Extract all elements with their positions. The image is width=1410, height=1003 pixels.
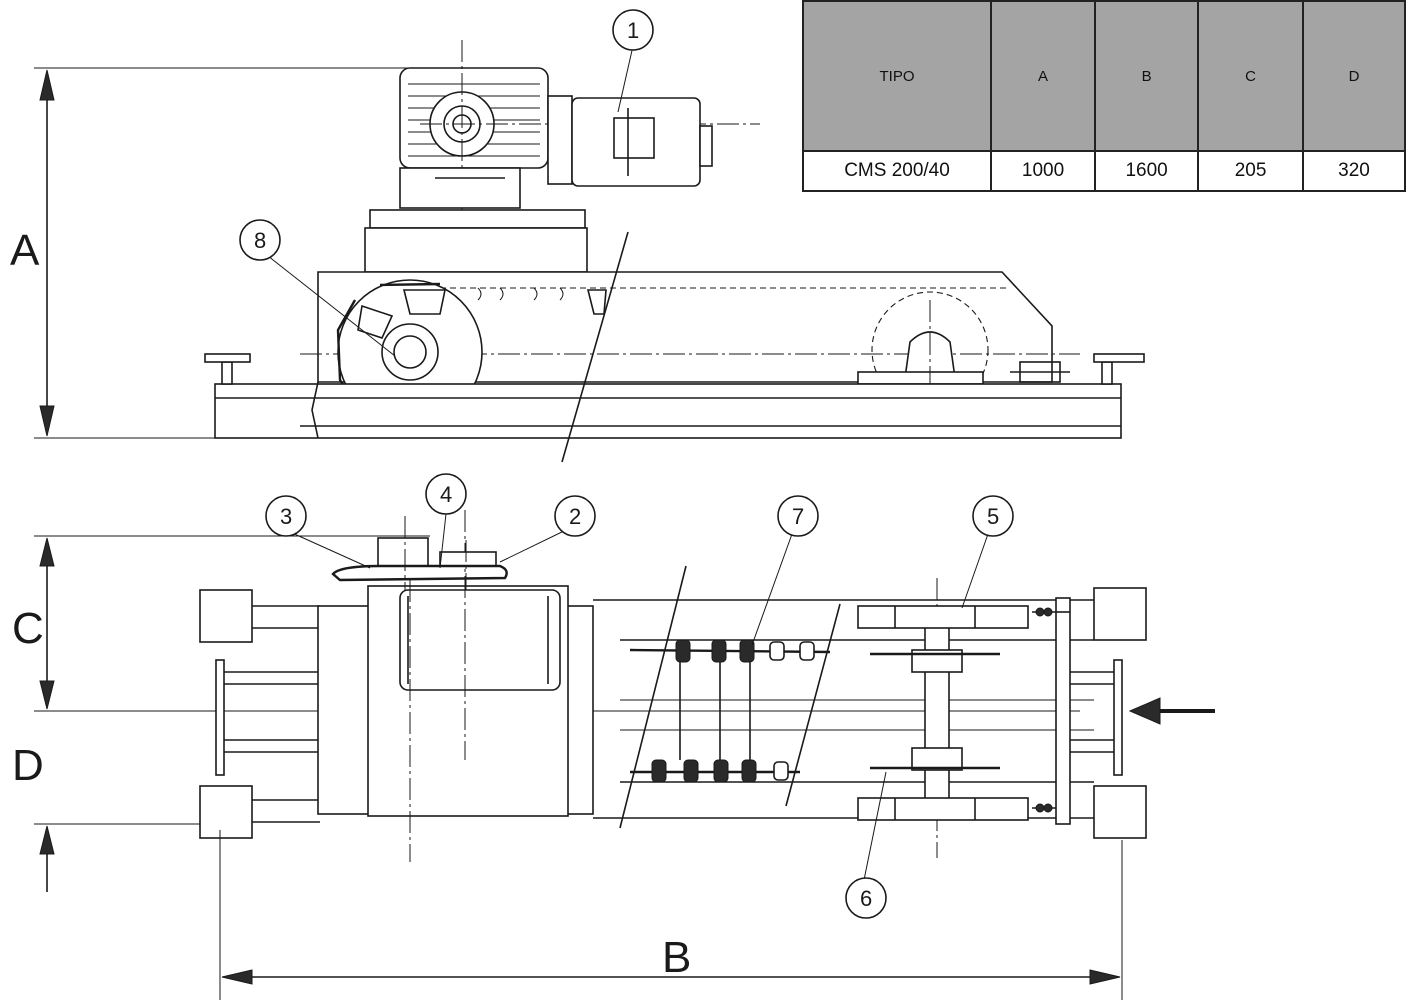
header-b: B <box>1094 0 1200 152</box>
dimension-a: A <box>10 67 410 439</box>
dimension-a-label: A <box>10 226 40 275</box>
callout-4: 4 <box>425 473 467 515</box>
sprocket-row-top <box>629 639 831 663</box>
table-row: CMS 200/40 1000 1600 205 320 <box>802 150 1406 192</box>
cell-c: 205 <box>1197 150 1305 192</box>
callout-3: 3 <box>265 495 307 537</box>
spec-table-header-row: TIPO A B C D <box>802 0 1406 152</box>
dimension-c-label: C <box>12 604 44 653</box>
dimension-b: B <box>219 830 1123 1000</box>
feed-direction-arrow <box>1128 697 1215 725</box>
callout-6: 6 <box>845 877 887 919</box>
svg-text:2: 2 <box>569 504 581 529</box>
svg-text:8: 8 <box>254 228 266 253</box>
header-d: D <box>1302 0 1406 152</box>
callout-7: 7 <box>777 495 819 537</box>
dimension-b-label: B <box>662 933 691 982</box>
cell-d: 320 <box>1302 150 1406 192</box>
svg-text:5: 5 <box>987 504 999 529</box>
svg-text:7: 7 <box>792 504 804 529</box>
header-c: C <box>1197 0 1305 152</box>
callout-1: 1 <box>612 9 654 51</box>
header-tipo: TIPO <box>802 0 992 152</box>
cell-a: 1000 <box>989 150 1097 192</box>
side-view <box>204 40 1145 463</box>
spec-table: TIPO A B C D CMS 200/40 1000 1600 205 32… <box>802 0 1406 192</box>
dimension-d-label: D <box>12 741 44 790</box>
svg-text:6: 6 <box>860 886 872 911</box>
callout-5: 5 <box>972 495 1014 537</box>
svg-text:3: 3 <box>280 504 292 529</box>
cell-tipo: CMS 200/40 <box>802 150 992 192</box>
cell-b: 1600 <box>1094 150 1200 192</box>
sprocket-row-bottom <box>630 759 800 783</box>
svg-text:1: 1 <box>627 18 639 43</box>
svg-text:4: 4 <box>440 482 452 507</box>
header-a: A <box>989 0 1097 152</box>
callout-2: 2 <box>554 495 596 537</box>
plan-view <box>199 510 1215 862</box>
callout-8: 8 <box>239 219 281 261</box>
callouts: 1 8 3 4 2 7 5 6 <box>239 9 1014 919</box>
